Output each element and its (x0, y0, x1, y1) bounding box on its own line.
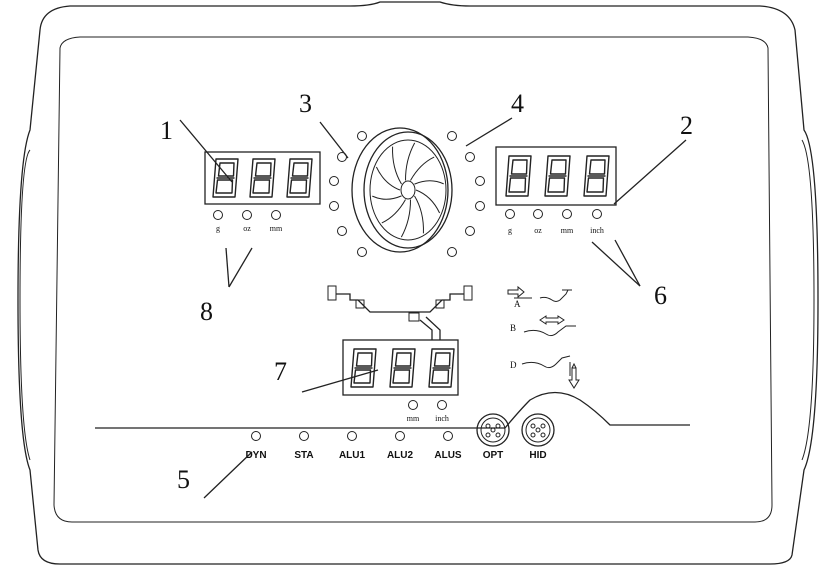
center-digit-3 (428, 348, 455, 388)
left-unit-leds: g oz mm (213, 210, 283, 233)
right-unit-inch: inch (590, 226, 604, 235)
arrow-up-down-icon (568, 362, 580, 389)
center-unit-mm: mm (407, 414, 420, 423)
ring-led-9 (475, 176, 485, 186)
ring-led-4 (329, 201, 339, 211)
center-display (342, 339, 459, 396)
center-digit-1 (350, 348, 377, 388)
rim-profile-icon (327, 285, 473, 340)
wheel-icon (351, 127, 453, 253)
wheel-spoke (381, 199, 406, 224)
position-led-ring (329, 131, 485, 257)
led-mode-alu1 (347, 431, 357, 441)
callout-leaders (179, 117, 687, 499)
opt-connector-icon[interactable] (476, 413, 510, 447)
wheel-spoke (405, 142, 416, 181)
led-left-mm (271, 210, 281, 220)
led-right-inch (592, 209, 602, 219)
left-unit-mm: mm (270, 224, 283, 233)
callout-3: 3 (299, 89, 312, 118)
center-unit-leds: mm inch (407, 400, 449, 423)
mode-label-dyn: DYN (245, 450, 266, 461)
mode-leds: DYN STA ALU1 ALU2 ALUS (245, 431, 462, 461)
led-mode-dyn (251, 431, 261, 441)
ring-led-10 (475, 201, 485, 211)
mode-label-sta: STA (294, 450, 313, 461)
wheel-spoke (392, 146, 402, 185)
gauge-letter-a: A (514, 299, 521, 309)
callout-8: 8 (200, 297, 213, 326)
gauge-position-icons: A B D (507, 285, 580, 389)
callout-1: 1 (160, 116, 173, 145)
led-right-g (505, 209, 515, 219)
callout-4: 4 (511, 89, 524, 118)
led-left-oz (242, 210, 252, 220)
ring-led-1 (357, 131, 367, 141)
left-unit-g: g (216, 224, 220, 233)
led-mode-alu2 (395, 431, 405, 441)
ring-led-5 (337, 226, 347, 236)
right-display (495, 146, 617, 206)
center-unit-inch: inch (435, 414, 449, 423)
led-center-mm (408, 400, 418, 410)
callout-7: 7 (274, 357, 287, 386)
ring-led-12 (447, 247, 457, 257)
right-digit-3 (583, 155, 610, 197)
connector-ports: OPT HID (476, 413, 555, 461)
connector-label-hid: HID (529, 450, 546, 461)
gauge-letter-d: D (510, 360, 517, 370)
right-unit-g: g (508, 226, 512, 235)
right-unit-mm: mm (561, 226, 574, 235)
ring-led-7 (447, 131, 457, 141)
wheel-spoke (410, 156, 435, 181)
wheel-spoke (414, 195, 424, 234)
wheel-spoke (375, 166, 401, 191)
led-mode-sta (299, 431, 309, 441)
ring-led-11 (465, 226, 475, 236)
panel-housing (17, 1, 819, 565)
led-right-oz (533, 209, 543, 219)
wheel-spoke (372, 195, 402, 200)
callout-2: 2 (680, 111, 693, 140)
wheel-spoke (400, 199, 411, 238)
arrow-left-right-icon (539, 315, 565, 325)
right-digit-2 (544, 155, 571, 197)
right-unit-oz: oz (534, 226, 542, 235)
center-digit-2 (389, 348, 416, 388)
arrow-right-icon (507, 285, 525, 299)
callout-5: 5 (177, 465, 190, 494)
ring-led-8 (465, 152, 475, 162)
right-digit-1 (505, 155, 532, 197)
left-display (204, 151, 321, 205)
led-mode-alus (443, 431, 453, 441)
ring-led-6 (357, 247, 367, 257)
left-digit-1 (212, 158, 239, 198)
connector-label-opt: OPT (483, 450, 504, 461)
led-right-mm (562, 209, 572, 219)
wheel-spoke (414, 180, 444, 185)
callout-6: 6 (654, 281, 667, 310)
ring-led-3 (329, 176, 339, 186)
left-unit-oz: oz (243, 224, 251, 233)
mode-label-alus: ALUS (434, 450, 462, 461)
gauge-letter-b: B (510, 323, 516, 333)
mode-label-alu1: ALU1 (339, 450, 366, 461)
wheel-spoke (415, 189, 441, 214)
left-digit-2 (249, 158, 276, 198)
hid-connector-icon[interactable] (521, 413, 555, 447)
callout-numbers: 1 2 3 4 5 6 7 8 (160, 89, 693, 494)
right-unit-leds: g oz mm inch (505, 209, 604, 235)
led-center-inch (437, 400, 447, 410)
mode-label-alu2: ALU2 (387, 450, 414, 461)
led-left-g (213, 210, 223, 220)
left-digit-3 (286, 158, 313, 198)
